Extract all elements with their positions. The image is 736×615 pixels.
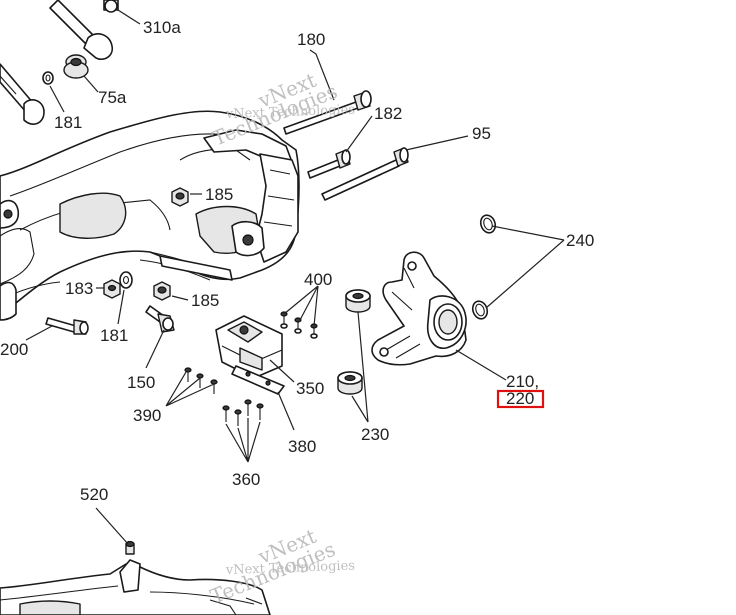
bracket-350 bbox=[215, 315, 283, 379]
nut-185-mid bbox=[153, 281, 171, 301]
screws-390 bbox=[184, 367, 218, 394]
watermark-top-line1: vNext Technologies bbox=[225, 102, 356, 122]
watermark-top: vNext Technologies Technologies vNext bbox=[209, 68, 355, 151]
watermark-bottom-line1: vNext Technologies bbox=[225, 558, 356, 578]
callout-181-top: 181 bbox=[54, 113, 82, 132]
nut-185-top bbox=[171, 187, 189, 207]
upper-link-rod bbox=[49, 0, 119, 61]
lower-link-rod bbox=[0, 63, 45, 125]
callout-labels: 310a 75a 181 180 182 95 185 240 183 181 … bbox=[0, 18, 594, 504]
leader-lines bbox=[25, 9, 565, 545]
lower-frame bbox=[0, 559, 271, 615]
callout-95: 95 bbox=[472, 124, 491, 143]
callout-210: 210, bbox=[506, 372, 539, 391]
bolt-95 bbox=[321, 147, 409, 201]
washer-181-mid bbox=[119, 271, 133, 289]
callout-181-mid: 181 bbox=[100, 326, 128, 345]
callout-183: 183 bbox=[65, 279, 93, 298]
callout-200: 200 bbox=[0, 340, 28, 359]
callout-75a: 75a bbox=[98, 88, 127, 107]
callout-182: 182 bbox=[374, 104, 402, 123]
bushing-230-top bbox=[345, 289, 371, 313]
callout-310a: 310a bbox=[143, 18, 181, 37]
bolt-150 bbox=[145, 305, 175, 333]
screws-400 bbox=[280, 311, 318, 339]
callout-360: 360 bbox=[232, 470, 260, 489]
callout-230: 230 bbox=[361, 425, 389, 444]
callout-185-top: 185 bbox=[205, 185, 233, 204]
callout-380: 380 bbox=[288, 437, 316, 456]
o-ring-240-top bbox=[479, 214, 497, 234]
nut-183 bbox=[103, 279, 121, 299]
callout-400: 400 bbox=[304, 270, 332, 289]
plate-380 bbox=[231, 365, 285, 395]
washer-181-top bbox=[42, 71, 54, 85]
watermark-bottom: vNext Technologies Technologies vNext bbox=[207, 524, 355, 609]
callout-520: 520 bbox=[80, 485, 108, 504]
callout-390: 390 bbox=[133, 406, 161, 425]
bolt-200 bbox=[45, 317, 89, 335]
screws-360 bbox=[222, 399, 264, 426]
highlight-box bbox=[496, 389, 545, 409]
callout-185-mid: 185 bbox=[191, 291, 219, 310]
grease-fitting-520 bbox=[125, 540, 135, 555]
bushing-75a bbox=[63, 54, 89, 79]
callout-180: 180 bbox=[297, 30, 325, 49]
hub-knuckle bbox=[371, 251, 467, 366]
bolt-182 bbox=[307, 149, 351, 179]
callout-240: 240 bbox=[566, 231, 594, 250]
swing-arm-frame bbox=[0, 110, 300, 321]
callout-220: 220 bbox=[506, 389, 534, 408]
callout-150: 150 bbox=[127, 373, 155, 392]
bushing-230-bottom bbox=[337, 371, 363, 395]
callout-350: 350 bbox=[296, 379, 324, 398]
o-ring-240-bottom bbox=[471, 300, 489, 320]
bolt-180 bbox=[283, 90, 372, 135]
